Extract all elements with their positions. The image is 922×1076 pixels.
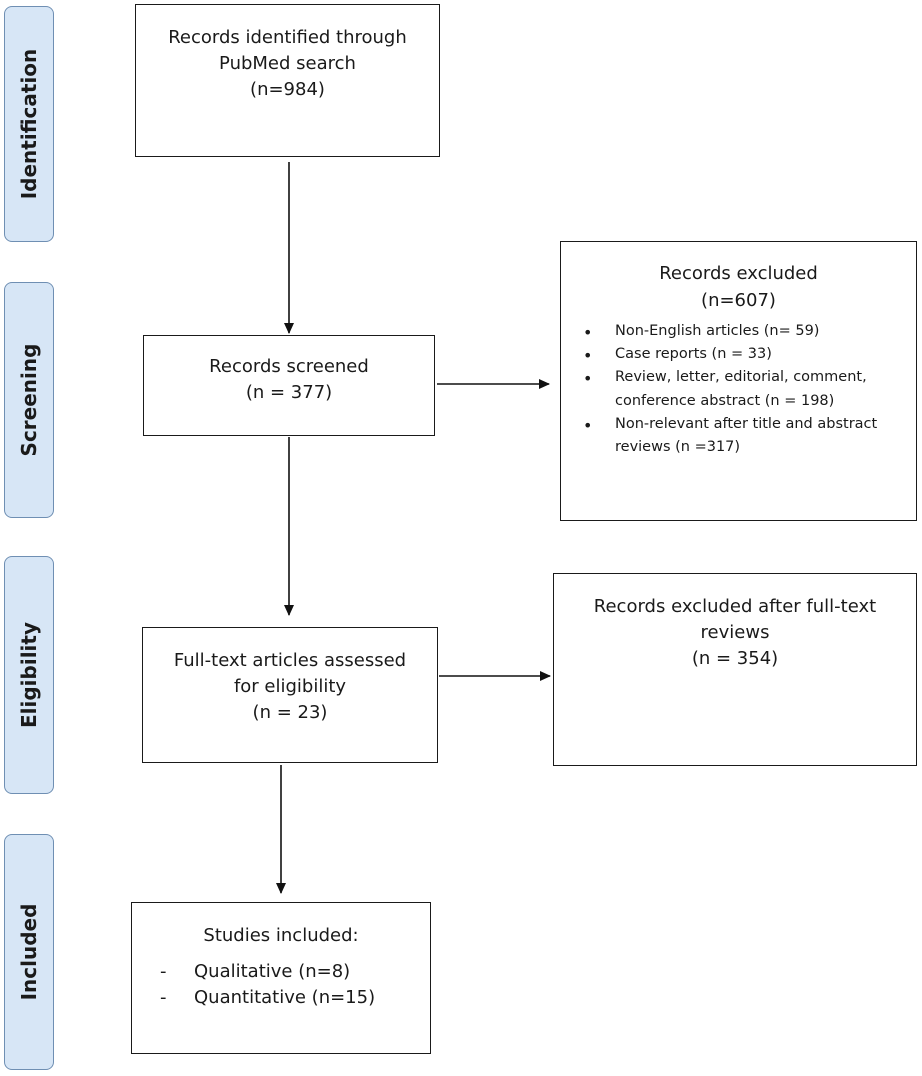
fulltext-count: (n = 23) (252, 702, 328, 724)
stage-eligibility: Eligibility (4, 556, 54, 794)
excluded-fulltext-count: (n = 354) (691, 648, 779, 670)
list-item: Review, letter, editorial, comment, conf… (583, 366, 908, 412)
list-item: Case reports (n = 33) (583, 343, 908, 369)
excluded-fulltext-line1: Records excluded after full-text (593, 596, 877, 617)
fulltext-box: Full-text articles assessed for eligibil… (142, 627, 438, 763)
list-item: Non-relevant after title and abstract re… (583, 413, 908, 459)
screened-line1: Records screened (209, 356, 369, 377)
included-title: Studies included: (203, 925, 359, 946)
identified-line2: PubMed search (219, 53, 356, 75)
fulltext-line2: for eligibility (233, 676, 347, 698)
identified-box: Records identified through PubMed search… (135, 4, 440, 157)
excluded-fulltext-line2: reviews (700, 622, 770, 644)
screened-count: (n = 377) (245, 382, 333, 404)
list-item: Quantitative (n=15) (160, 985, 430, 1011)
excluded-records-count: (n=607) (701, 290, 776, 311)
included-list: Qualitative (n=8) Quantitative (n=15) (132, 959, 430, 1011)
excluded-fulltext-box: Records excluded after full-text reviews… (553, 573, 917, 766)
excluded-records-title: Records excluded (659, 263, 818, 284)
identified-line1: Records identified through (168, 27, 407, 48)
list-item: Non-English articles (n= 59) (583, 320, 908, 346)
stage-included: Included (4, 834, 54, 1070)
screened-box: Records screened (n = 377) (143, 335, 435, 436)
fulltext-line1: Full-text articles assessed (173, 650, 407, 671)
identified-count: (n=984) (250, 79, 325, 101)
excluded-records-list: Non-English articles (n= 59) Case report… (561, 320, 916, 459)
excluded-records-box: Records excluded (n=607) Non-English art… (560, 241, 917, 521)
included-box: Studies included: Qualitative (n=8) Quan… (131, 902, 431, 1054)
stage-screening: Screening (4, 282, 54, 518)
list-item: Qualitative (n=8) (160, 959, 430, 985)
stage-identification: Identification (4, 6, 54, 242)
